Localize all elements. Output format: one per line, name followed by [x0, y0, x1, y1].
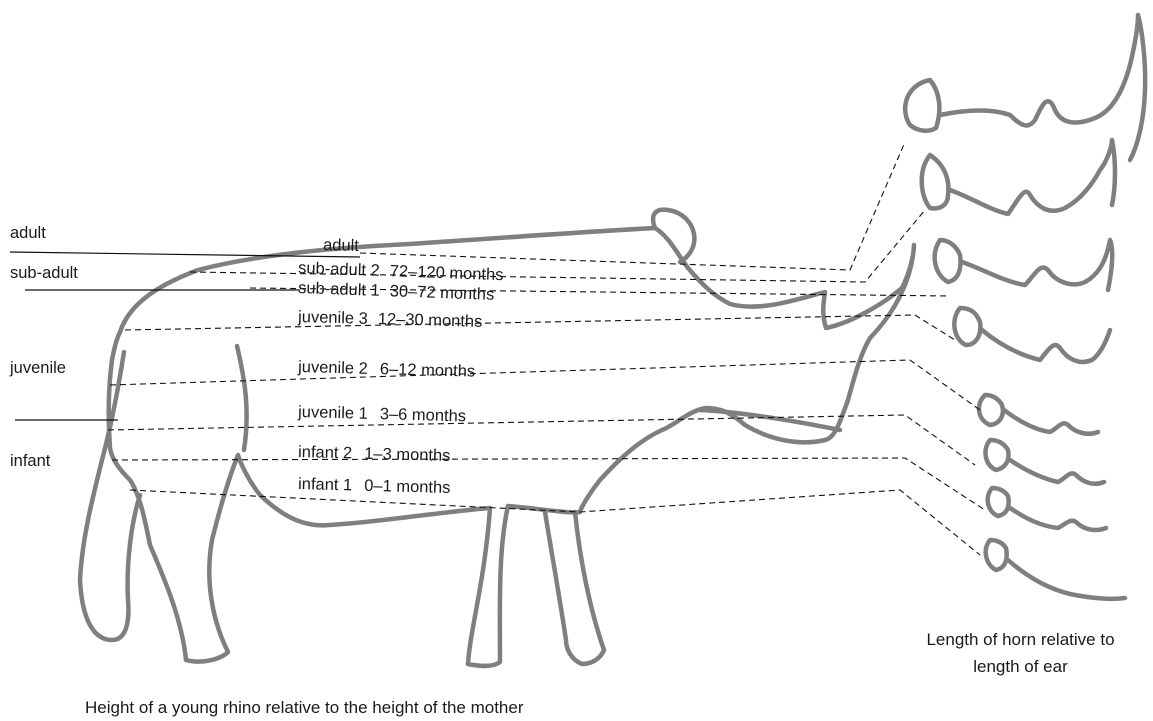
stage-age-sub-adult-2: 72–120 months — [389, 262, 503, 284]
stage-age-infant-2: 1–3 months — [364, 445, 451, 465]
head-profile-7 — [988, 488, 1106, 530]
stage-age-sub-adult-1: 30–72 months — [389, 282, 494, 304]
head-profile-6 — [985, 440, 1104, 484]
rhino-ear — [653, 210, 694, 262]
stage-label-infant-1: infant 1 0–1 months — [298, 475, 451, 497]
rhino-hind-inner — [237, 346, 247, 450]
rhino-front-leg — [545, 512, 604, 664]
rhino-neck-line — [700, 410, 840, 430]
head-profile-2 — [922, 140, 1115, 214]
stage-name-sub-adult-2: sub-adult 2 — [298, 259, 380, 280]
stage-age-juvenile-1: 3–6 months — [380, 405, 467, 425]
head-profile-4 — [954, 308, 1110, 362]
stage-label-juvenile-3: juvenile 3 12–30 months — [297, 308, 483, 331]
stage-label-juvenile-1: juvenile 1 3–6 months — [297, 403, 466, 425]
horn-caption-line-2: length of ear — [888, 653, 1153, 680]
stage-name-infant-1: infant 1 — [298, 475, 353, 494]
dash-infant-1 — [130, 490, 980, 555]
head-profile-8 — [986, 540, 1125, 599]
stage-name-juvenile-3: juvenile 3 — [297, 308, 368, 328]
class-label-sub-adult: sub-adult — [10, 264, 78, 282]
head-profile-3 — [935, 240, 1112, 290]
class-label-infant: infant — [10, 452, 51, 470]
stage-label-infant-2: infant 2 1–3 months — [298, 443, 451, 465]
stage-name-juvenile-2: juvenile 2 — [297, 358, 368, 378]
stage-name-infant-2: infant 2 — [298, 443, 353, 462]
horn-profiles — [905, 15, 1145, 599]
stage-age-juvenile-3: 12–30 months — [378, 310, 483, 331]
horn-caption: Length of horn relative to length of ear — [888, 626, 1153, 680]
age-class-labels: adult sub-adult juvenile infant — [9, 224, 78, 470]
class-label-juvenile: juvenile — [9, 359, 66, 377]
dash-adult — [360, 142, 905, 270]
stage-name-sub-adult-1: sub-adult 1 — [298, 279, 380, 300]
stage-label-juvenile-2: juvenile 2 6–12 months — [297, 358, 476, 381]
stage-age-infant-1: 0–1 months — [364, 477, 451, 497]
head-profile-5 — [979, 395, 1098, 434]
stage-labels: adult sub-adult 2 72–120 months sub-adult… — [297, 236, 504, 497]
head-profile-1 — [905, 15, 1145, 160]
class-label-adult: adult — [10, 224, 46, 242]
stage-age-juvenile-2: 6–12 months — [380, 360, 476, 380]
horn-caption-line-1: Length of horn relative to — [888, 626, 1153, 653]
height-caption: Height of a young rhino relative to the … — [85, 694, 735, 721]
stage-name-juvenile-1: juvenile 1 — [297, 403, 368, 423]
stage-label-adult: adult — [323, 236, 360, 255]
